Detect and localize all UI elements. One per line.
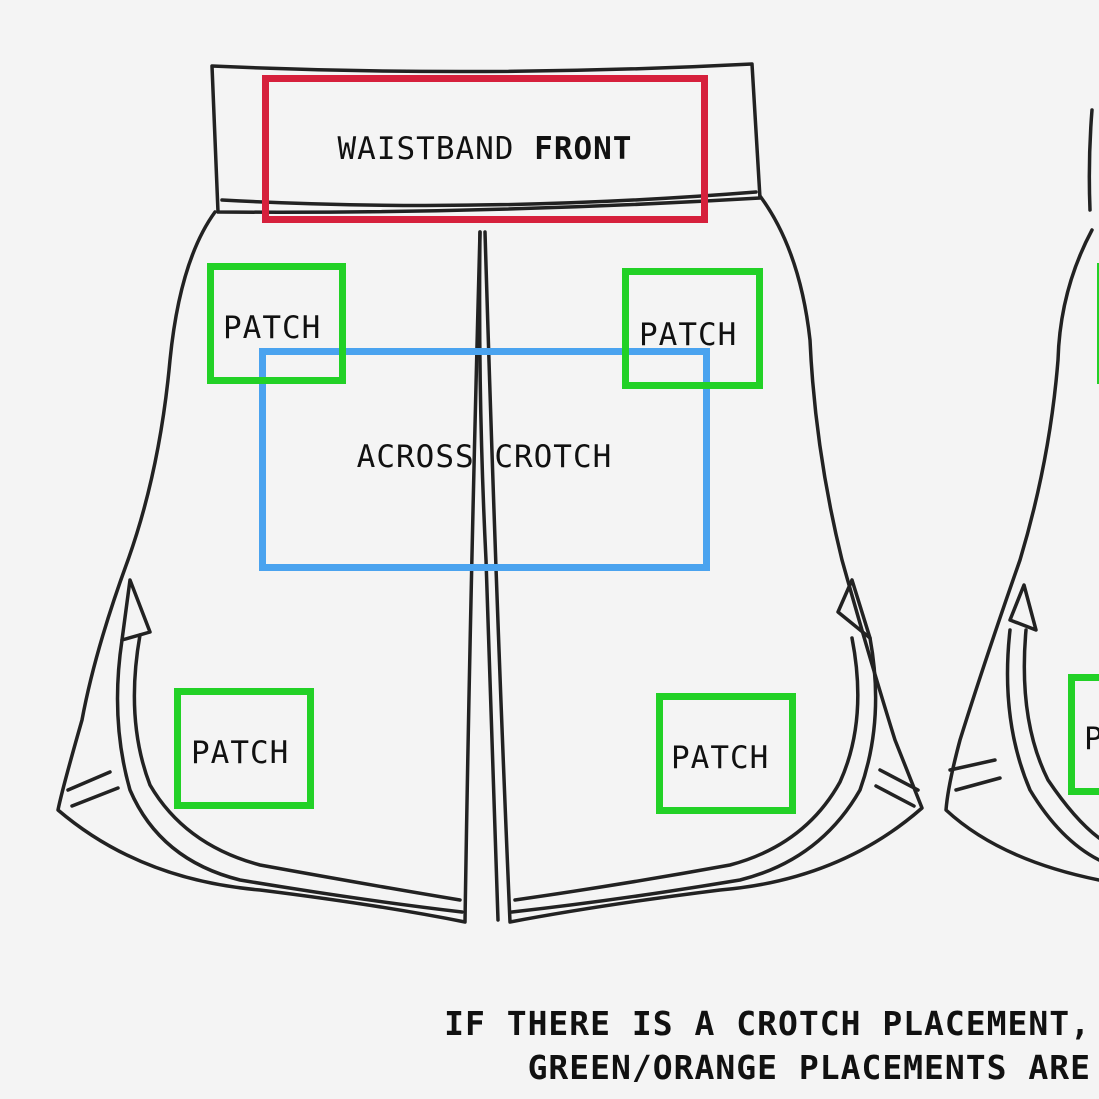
center-seam — [477, 230, 500, 922]
waistband-front-placement: WAISTBAND FRONT — [262, 75, 708, 223]
patch-placement-top-right: PATCH — [622, 268, 763, 389]
patch-placement-bottom-left: PATCH — [174, 688, 314, 809]
patch-placement-second-view-bottom: P — [1068, 674, 1099, 795]
waistband-label-bold: FRONT — [534, 131, 633, 167]
across-crotch-placement: ACROSS CROTCH — [259, 348, 710, 571]
right-leg-outline — [483, 194, 924, 924]
patch-label-bottom-right: PATCH — [671, 740, 770, 776]
patch-placement-top-left: PATCH — [207, 263, 346, 384]
across-crotch-label: ACROSS CROTCH — [356, 438, 613, 475]
waistband-label-prefix: WAISTBAND — [337, 131, 515, 167]
patch-placement-second-view-top — [1097, 263, 1099, 384]
note-line-2: GREEN/ORANGE PLACEMENTS ARE — [527, 1048, 1091, 1087]
patch-placement-bottom-right: PATCH — [656, 693, 796, 814]
note-line-1: IF THERE IS A CROTCH PLACEMENT, — [444, 1004, 1091, 1043]
patch-label-top-right: PATCH — [639, 317, 738, 353]
waistband-front-label: WAISTBAND FRONT — [338, 131, 633, 167]
left-leg-outline — [56, 210, 482, 924]
patch-label-second-view: P — [1084, 721, 1099, 757]
patch-label-bottom-left: PATCH — [191, 735, 290, 771]
patch-label-top-left: PATCH — [223, 310, 322, 346]
